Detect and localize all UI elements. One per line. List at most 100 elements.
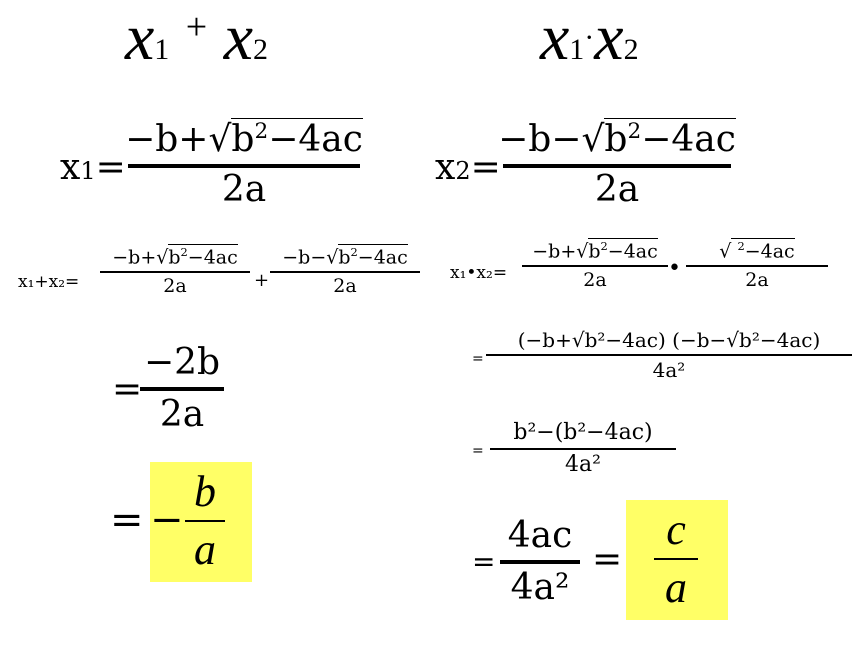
- prod-f1-numerator: −b+√b2−4ac: [532, 238, 658, 261]
- step1-numerator: (−b+√b²−4ac) (−b−√b²−4ac): [517, 328, 821, 352]
- prod-f1-post: −4ac: [607, 240, 658, 263]
- sum-plus: +: [254, 270, 270, 291]
- x1-eq: =: [95, 147, 126, 188]
- sum-f1-rad: b: [168, 246, 181, 269]
- heading-product-var1: x: [540, 1, 570, 74]
- fraction-bar: [140, 387, 224, 391]
- heading-sum: x1 + x2: [125, 5, 268, 71]
- fraction-bar: [500, 560, 580, 564]
- prod-f1-denominator: 2a: [583, 269, 607, 292]
- result-product-fraction: c a: [654, 508, 698, 610]
- fraction-bar: [270, 271, 420, 274]
- result-sum-minus: −: [150, 497, 184, 543]
- step1-denominator: 4a²: [652, 358, 686, 382]
- result-product-denominator: a: [665, 563, 687, 612]
- product-lhs: x₁•x₂=: [450, 263, 508, 283]
- x1-num-rad: b: [231, 119, 255, 160]
- x1-denominator: 2a: [221, 169, 267, 210]
- heading-product-sub1: 1: [569, 33, 585, 66]
- product-dot: •: [668, 256, 681, 281]
- prod-f2-exp: 2: [737, 239, 745, 253]
- sqrt-icon: √: [326, 246, 339, 269]
- x2-sub: 2: [455, 157, 471, 185]
- result-sum-denominator: a: [194, 525, 216, 574]
- product-fraction-1: −b+√b2−4ac 2a: [522, 238, 668, 290]
- sum-f2-numerator: −b−√b2−4ac: [282, 244, 408, 267]
- step2-numerator: b²−(b²−4ac): [513, 420, 653, 445]
- x1-num-post: −4ac: [268, 119, 363, 160]
- sqrt-icon: √: [208, 119, 232, 160]
- fraction-bar: [185, 520, 225, 522]
- sum-f2-rad: b: [338, 246, 351, 269]
- heading-sum-sub2: 2: [253, 33, 269, 66]
- sum-f1-exp: 2: [180, 245, 188, 259]
- sqrt-icon: √: [581, 119, 605, 160]
- sqrt-icon: √: [156, 246, 169, 269]
- heading-product-sub2: 2: [623, 33, 639, 66]
- sum-f1-post: −4ac: [187, 246, 238, 269]
- sum-fraction-2: −b−√b2−4ac 2a: [270, 244, 420, 296]
- x1-lhs: x1=: [60, 150, 126, 186]
- x2-fraction: −b−√b2−4ac 2a: [498, 118, 736, 210]
- fraction-bar: [522, 265, 668, 268]
- step-fraction: −2b 2a: [140, 345, 224, 433]
- heading-sum-op: +: [185, 6, 208, 48]
- step1-eq: =: [472, 351, 484, 367]
- x2-num-rad: b: [604, 119, 628, 160]
- prod-f2-numerator: √ 2−4ac: [719, 238, 795, 263]
- fraction-bar: [490, 448, 676, 450]
- sqrt-icon: √: [719, 240, 732, 263]
- step-numerator: −2b: [143, 342, 221, 383]
- step2-eq: =: [472, 443, 484, 459]
- prod-f2-post: −4ac: [744, 240, 795, 263]
- step-denominator: 2a: [159, 394, 205, 435]
- result-sum-fraction: b a: [185, 470, 225, 572]
- sum-f1-pre: −b+: [112, 246, 157, 269]
- x2-num-exp: 2: [627, 119, 642, 144]
- x1-num-pre: −b+: [125, 119, 209, 160]
- heading-sum-var2: x: [223, 1, 254, 74]
- step3-denominator: 4a²: [510, 567, 570, 608]
- fraction-bar: [654, 558, 698, 560]
- result-sum-numerator: b: [194, 467, 216, 516]
- fraction-bar: [128, 164, 360, 168]
- x1-sub: 1: [80, 157, 96, 185]
- sum-f1-denominator: 2a: [163, 275, 187, 298]
- heading-product: x1·x2: [540, 5, 639, 71]
- sum-fraction-1: −b+√b2−4ac 2a: [100, 244, 250, 296]
- prod-f1-exp: 2: [600, 239, 608, 253]
- step2-denominator: 4a²: [565, 452, 601, 477]
- step3-numerator: 4ac: [507, 515, 573, 556]
- heading-product-op: ·: [584, 21, 595, 54]
- sum-f2-pre: −b−: [282, 246, 327, 269]
- x2-denominator: 2a: [594, 169, 640, 210]
- x2-var: x: [435, 147, 456, 188]
- sqrt-icon: √: [576, 240, 589, 263]
- x1-numerator: −b+√b2−4ac: [125, 118, 363, 158]
- x1-var: x: [60, 147, 81, 188]
- step3-eq2: =: [592, 539, 623, 580]
- sum-f2-denominator: 2a: [333, 275, 357, 298]
- x2-num-post: −4ac: [641, 119, 736, 160]
- x2-numerator: −b−√b2−4ac: [498, 118, 736, 158]
- x1-fraction: −b+√b2−4ac 2a: [125, 118, 363, 210]
- fraction-bar: [686, 265, 828, 268]
- sum-f2-post: −4ac: [357, 246, 408, 269]
- result-sum-highlight: [150, 462, 252, 582]
- result-product-highlight: [626, 500, 728, 620]
- fraction-bar: [503, 164, 731, 168]
- prod-f1-pre: −b+: [532, 240, 577, 263]
- x2-num-pre: −b−: [498, 119, 582, 160]
- prod-f1-rad: b: [588, 240, 601, 263]
- step3-fraction: 4ac 4a²: [500, 518, 580, 606]
- step2-fraction: b²−(b²−4ac) 4a²: [490, 422, 676, 476]
- step3-eq: =: [472, 545, 496, 578]
- result-product-numerator: c: [666, 505, 686, 554]
- prod-f2-denominator: 2a: [745, 269, 769, 292]
- fraction-bar: [486, 354, 852, 356]
- fraction-bar: [100, 271, 250, 274]
- result-sum-eq: =: [110, 497, 144, 543]
- sum-f2-exp: 2: [350, 245, 358, 259]
- heading-sum-sub1: 1: [154, 33, 170, 66]
- x2-eq: =: [470, 147, 501, 188]
